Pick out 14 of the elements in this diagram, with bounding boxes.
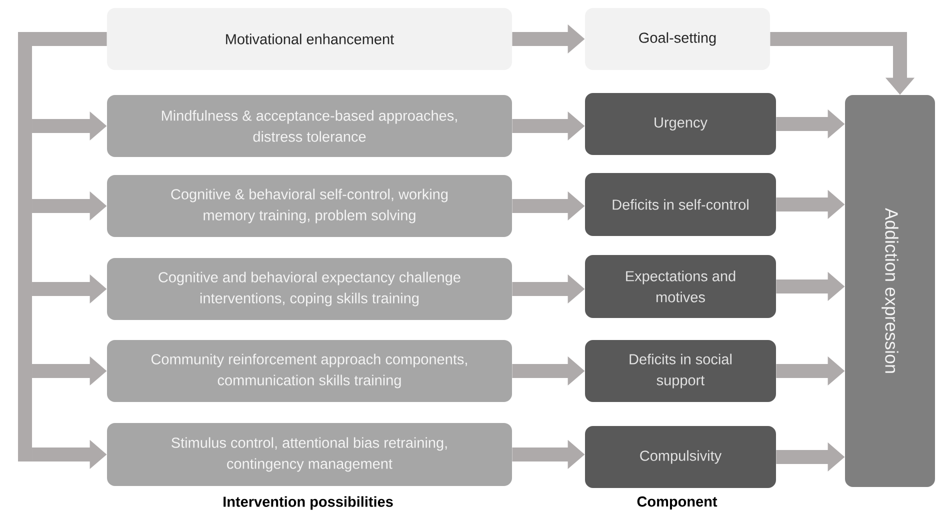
component-box: Deficits in social support [585,340,776,402]
outcome-box: Addiction expression [845,95,935,487]
intervention-box: Stimulus control, attentional bias retraining, contingency management [107,423,512,486]
component-box: Urgency [585,93,776,155]
intervention-box: Cognitive & behavioral self-control, working memory training, problem solving [107,175,512,237]
intervention-box: Cognitive and behavioral expectancy challenge interventions, coping skills training [107,258,512,320]
component-box: Compulsivity [585,426,776,488]
component-box: Goal-setting [585,8,770,70]
intervention-box: Mindfulness & acceptance-based approaches, distress tolerance [107,95,512,157]
intervention-box: Community reinforcement approach components, communication skills training [107,340,512,402]
component-box: Deficits in self-control [585,173,776,236]
component-box: Expectations and motives [585,255,776,318]
intervention-box: Motivational enhancement [107,8,512,70]
connector-line [18,32,107,462]
